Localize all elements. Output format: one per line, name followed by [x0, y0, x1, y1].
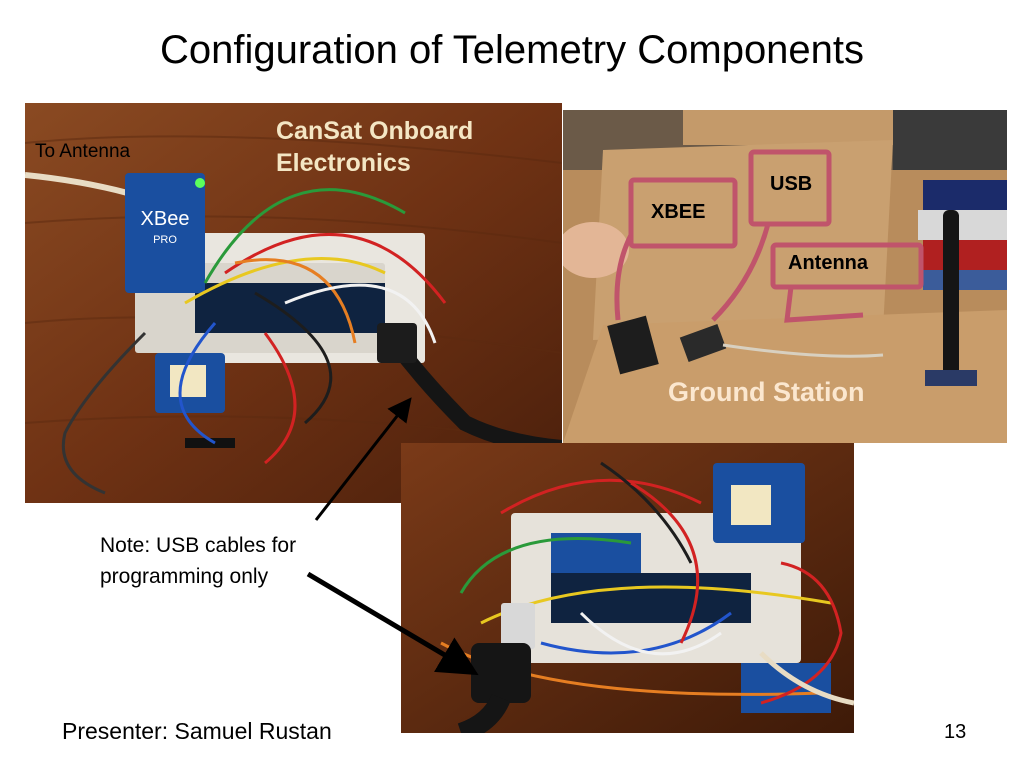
to-antenna-label: To Antenna: [35, 141, 131, 162]
breadboard-usb-illustration: [401, 443, 854, 733]
slide-number: 13: [944, 721, 967, 743]
cansat-onboard-heading: CanSat Onboard Electronics: [276, 115, 473, 179]
xbee-callout-label: XBEE: [651, 201, 706, 223]
ground-station-photo: [563, 110, 1007, 443]
xbee-module-sub-marking: PRO: [153, 234, 177, 246]
cansat-heading-line2: Electronics: [276, 149, 411, 177]
xbee-module-marking: XBee: [141, 208, 190, 230]
antenna-callout-label: Antenna: [788, 252, 868, 274]
breadboard-usb-photo: [401, 443, 854, 733]
cansat-heading-line1: CanSat Onboard: [276, 117, 474, 145]
ground-station-caption: Ground Station: [668, 377, 865, 407]
slide-title: Configuration of Telemetry Components: [159, 28, 865, 72]
presenter-name: Presenter: Samuel Rustan: [62, 718, 332, 744]
ground-station-illustration: [563, 110, 1007, 443]
usb-note-line2: programming only: [100, 565, 269, 588]
usb-note-line1: Note: USB cables for: [100, 534, 297, 557]
usb-note: Note: USB cables for programming only: [100, 530, 296, 592]
usb-callout-label: USB: [770, 173, 813, 195]
